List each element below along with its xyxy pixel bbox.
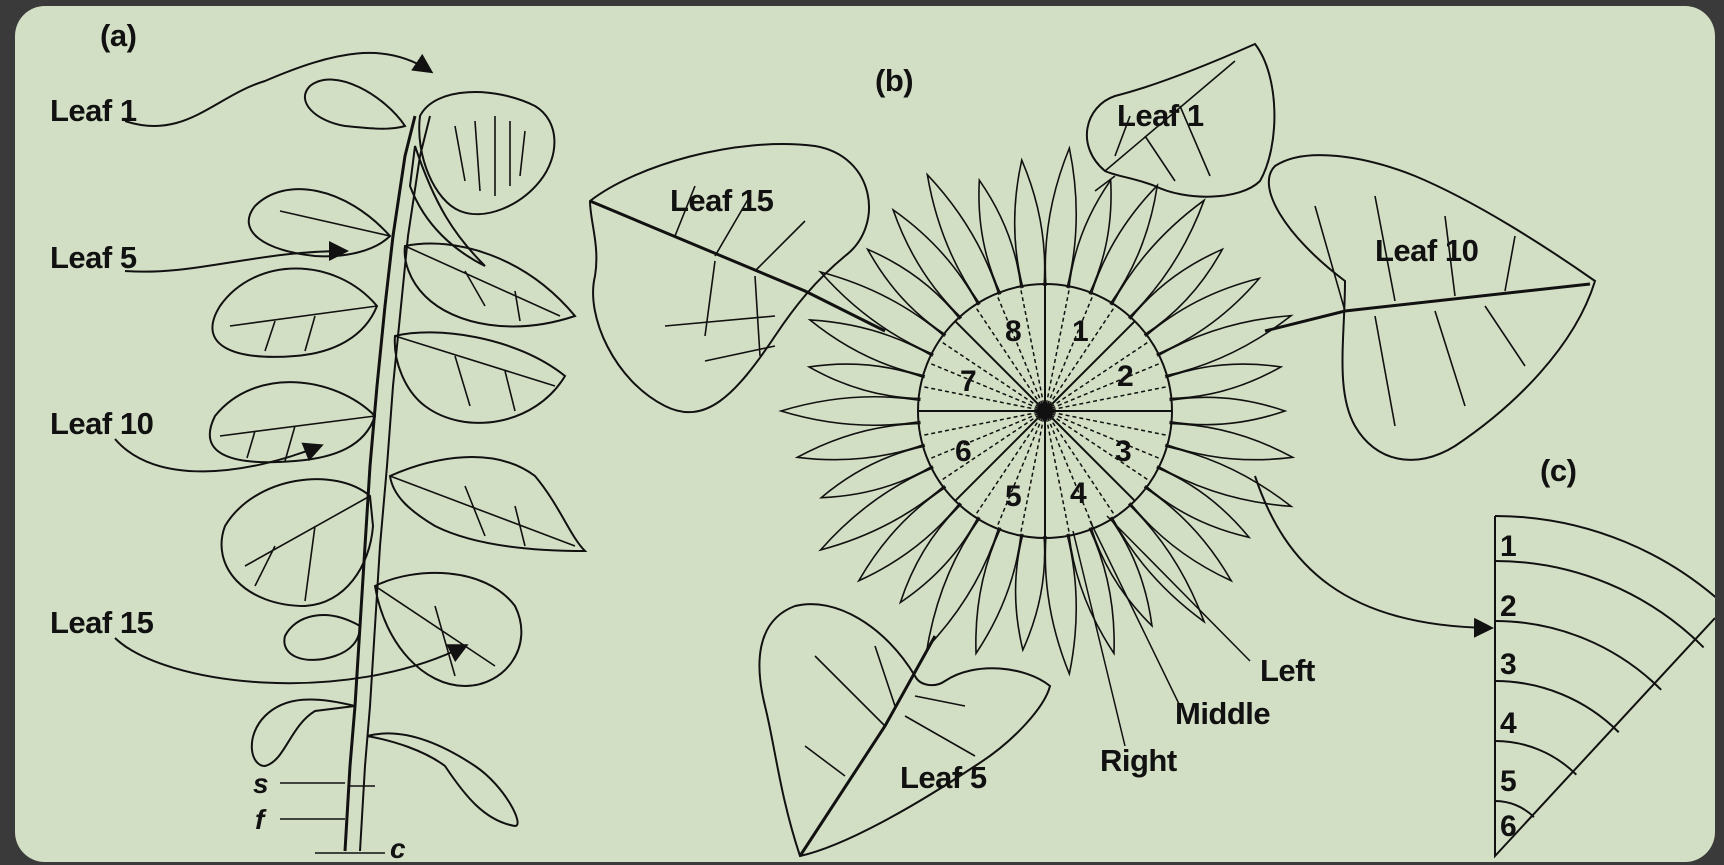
petal [1170, 397, 1285, 424]
sector-3: 3 [1115, 435, 1132, 468]
sector-5: 5 [1005, 480, 1022, 513]
sector-8: 8 [1005, 315, 1022, 348]
label-b-leaf-5: Leaf 5 [900, 760, 987, 795]
head-side-icon [305, 80, 555, 266]
petal [868, 249, 960, 335]
leader-left [1107, 516, 1250, 661]
stem-leaves [210, 189, 585, 826]
petal [1165, 364, 1280, 398]
label-a-leaf-10: Leaf 10 [50, 406, 153, 441]
petal [1165, 423, 1292, 459]
ring-4: 4 [1500, 707, 1517, 740]
petal [1130, 249, 1222, 335]
label-a-leaf-15: Leaf 15 [50, 605, 154, 640]
petal [1145, 278, 1259, 354]
petal [1145, 468, 1249, 538]
panel-c-tag: (c) [1540, 453, 1576, 488]
label-stem-c: c [390, 833, 406, 862]
arrow-to-panel-c [1255, 476, 1490, 628]
label-middle: Middle [1175, 696, 1270, 731]
panel-c: (c) 1 2 3 4 5 6 [1495, 453, 1715, 856]
petal [1016, 534, 1045, 650]
sector-4: 4 [1070, 477, 1087, 510]
petal [900, 504, 978, 603]
leader-right [1073, 531, 1125, 746]
leaf-5-top-view [759, 604, 1050, 856]
label-b-leaf-15: Leaf 15 [670, 183, 774, 218]
leader-a-leaf-1 [125, 53, 430, 126]
ring-3: 3 [1500, 648, 1517, 681]
leader-a-leaf-15 [115, 638, 465, 683]
petal [1157, 316, 1291, 376]
label-a-leaf-1: Leaf 1 [50, 93, 137, 128]
sector-7: 7 [960, 365, 977, 398]
petal [1091, 518, 1152, 626]
sector-rings [1495, 516, 1715, 817]
sector-outline [1495, 516, 1715, 856]
petal [1112, 200, 1205, 318]
ring-5: 5 [1500, 765, 1517, 798]
label-b-leaf-1: Leaf 1 [1117, 98, 1204, 133]
ring-2: 2 [1500, 590, 1517, 623]
label-left: Left [1260, 653, 1315, 688]
petal [781, 397, 920, 425]
panel-b-tag: (b) [875, 63, 913, 98]
sector-divider [939, 340, 1045, 411]
panel-a-tag: (a) [100, 18, 136, 53]
petal [797, 423, 924, 459]
label-stem-f: f [255, 804, 267, 835]
label-a-leaf-5: Leaf 5 [50, 240, 137, 275]
figure-panel: (a) [15, 6, 1715, 862]
head-top-view [918, 284, 1172, 538]
label-right: Right [1100, 743, 1177, 778]
sector-1: 1 [1072, 315, 1089, 348]
ring-arc [1495, 561, 1704, 647]
panel-b: (b) 1 2 3 4 5 6 7 8 Leaf 15 Leaf 1 [590, 44, 1595, 856]
ring-6: 6 [1500, 810, 1517, 843]
petal [1091, 185, 1157, 304]
ring-arc [1495, 621, 1661, 690]
leaf-10-top-view [1265, 155, 1595, 460]
petal [1157, 446, 1291, 506]
petal [976, 528, 1021, 653]
sector-divider [1045, 340, 1151, 411]
petal [1045, 534, 1076, 674]
petal [1015, 160, 1045, 288]
sector-6: 6 [955, 435, 972, 468]
petal [927, 518, 999, 648]
panel-a: (a) [50, 18, 585, 862]
petal [809, 364, 924, 398]
sector-2: 2 [1117, 360, 1134, 393]
ring-1: 1 [1500, 530, 1517, 563]
petal [810, 320, 933, 376]
sector-divider [1045, 411, 1151, 482]
label-stem-s: s [253, 768, 269, 799]
petal [821, 446, 932, 498]
petal [1112, 504, 1205, 622]
ring-arc-outer [1495, 516, 1715, 616]
leader-a-leaf-5 [125, 251, 345, 272]
sunflower-diagram: (a) [15, 6, 1715, 862]
label-b-leaf-10: Leaf 10 [1375, 233, 1478, 268]
